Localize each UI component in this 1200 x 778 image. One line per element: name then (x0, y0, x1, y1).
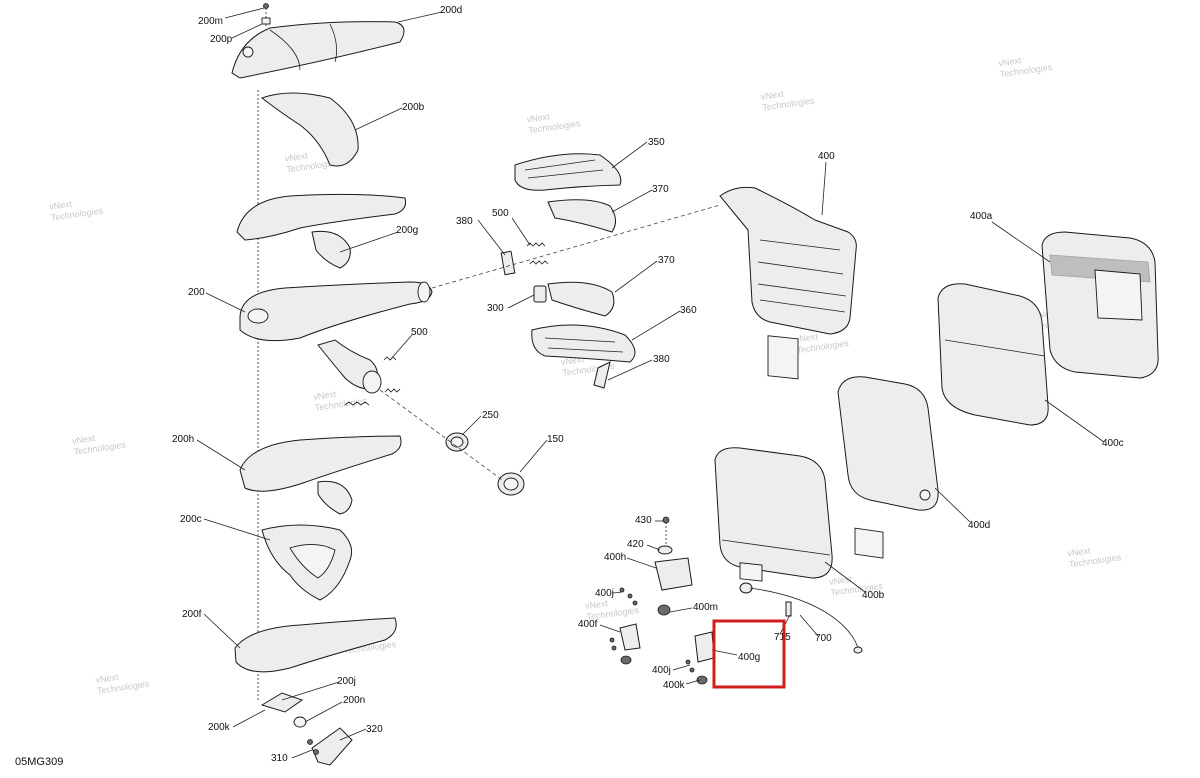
label-400j-lower: 400j (652, 665, 671, 676)
svg-text:vNext: vNext (998, 55, 1023, 68)
part-200d (231, 21, 405, 79)
label-370-lower: 370 (658, 255, 675, 266)
part-500-springs-mid (526, 242, 549, 265)
label-200h: 200h (172, 434, 194, 445)
part-200g (236, 193, 406, 269)
watermark-vnext: vNext (49, 199, 74, 212)
part-200 (239, 281, 433, 394)
part-bracket-hardware (609, 516, 715, 685)
part-400a (1041, 231, 1159, 379)
label-400h: 400h (604, 552, 626, 563)
label-310: 310 (271, 753, 288, 764)
label-200m: 200m (198, 16, 223, 27)
part-350 (514, 153, 622, 191)
label-200k: 200k (208, 722, 231, 733)
part-380-upper (500, 250, 516, 276)
label-200: 200 (188, 287, 205, 298)
part-labels: 200m 200p 200d 200b 200g 200 500 200h 20… (172, 5, 1124, 764)
label-200p: 200p (210, 34, 233, 45)
highlight-rectangle[interactable] (712, 619, 786, 689)
svg-text:vNext: vNext (71, 433, 96, 446)
label-200j: 200j (337, 676, 356, 687)
part-200b (260, 92, 359, 167)
part-380-lower (593, 361, 611, 389)
part-400b (714, 447, 833, 582)
label-150: 150 (547, 434, 564, 445)
assembly-line-pipe (431, 204, 721, 289)
part-370-upper (547, 199, 616, 233)
label-500-left: 500 (411, 327, 428, 338)
label-200d: 200d (440, 5, 462, 16)
label-200c: 200c (180, 514, 202, 525)
label-200b: 200b (402, 102, 425, 113)
label-400d: 400d (968, 520, 990, 531)
label-700: 700 (815, 633, 832, 644)
svg-text:vNext: vNext (794, 331, 819, 344)
part-200c (261, 524, 353, 601)
svg-text:vNext: vNext (760, 89, 785, 102)
part-370-lower (547, 281, 615, 317)
label-200n: 200n (343, 695, 365, 706)
label-400g: 400g (738, 652, 760, 663)
label-380-lower: 380 (653, 354, 670, 365)
part-400d (837, 376, 939, 559)
label-400j-upper: 400j (595, 588, 614, 599)
label-420: 420 (627, 539, 644, 550)
part-360 (531, 324, 636, 363)
part-200f (234, 617, 397, 673)
part-150 (497, 472, 525, 496)
assembly-line-gasket (379, 389, 506, 483)
svg-text:vNext: vNext (95, 672, 120, 685)
svg-text:vNext: vNext (526, 111, 551, 124)
label-200g: 200g (396, 225, 418, 236)
part-700-sensor (739, 582, 863, 654)
part-400c (937, 283, 1049, 426)
part-200h (239, 435, 402, 515)
part-400 (719, 186, 857, 380)
label-430: 430 (635, 515, 652, 526)
label-250: 250 (482, 410, 499, 421)
label-400: 400 (818, 151, 835, 162)
svg-text:vNext: vNext (1067, 545, 1092, 558)
label-350: 350 (648, 137, 665, 148)
highlight-box-400g[interactable]: 400g (712, 619, 786, 689)
label-380-upper: 380 (456, 216, 473, 227)
part-200m-200p (261, 3, 271, 28)
label-370-upper: 370 (652, 184, 669, 195)
part-bottom-bracket (260, 692, 353, 766)
part-300 (533, 285, 547, 303)
label-400c: 400c (1102, 438, 1124, 449)
label-300: 300 (487, 303, 504, 314)
svg-text:vNext: vNext (584, 598, 609, 611)
label-200f: 200f (182, 609, 202, 620)
svg-text:vNext: vNext (828, 574, 853, 587)
label-320: 320 (366, 724, 383, 735)
svg-text:vNext: vNext (284, 150, 309, 163)
diagram-reference: 05MG309 (15, 756, 63, 768)
part-250 (445, 432, 469, 452)
label-500-mid: 500 (492, 208, 509, 219)
label-400b: 400b (862, 590, 885, 601)
leader-lines (196, 7, 1105, 759)
label-400m: 400m (693, 602, 718, 613)
label-400a: 400a (970, 211, 993, 222)
label-400k: 400k (663, 680, 686, 691)
label-400f: 400f (578, 619, 598, 630)
svg-text:vNext: vNext (313, 389, 338, 402)
label-360: 360 (680, 305, 697, 316)
